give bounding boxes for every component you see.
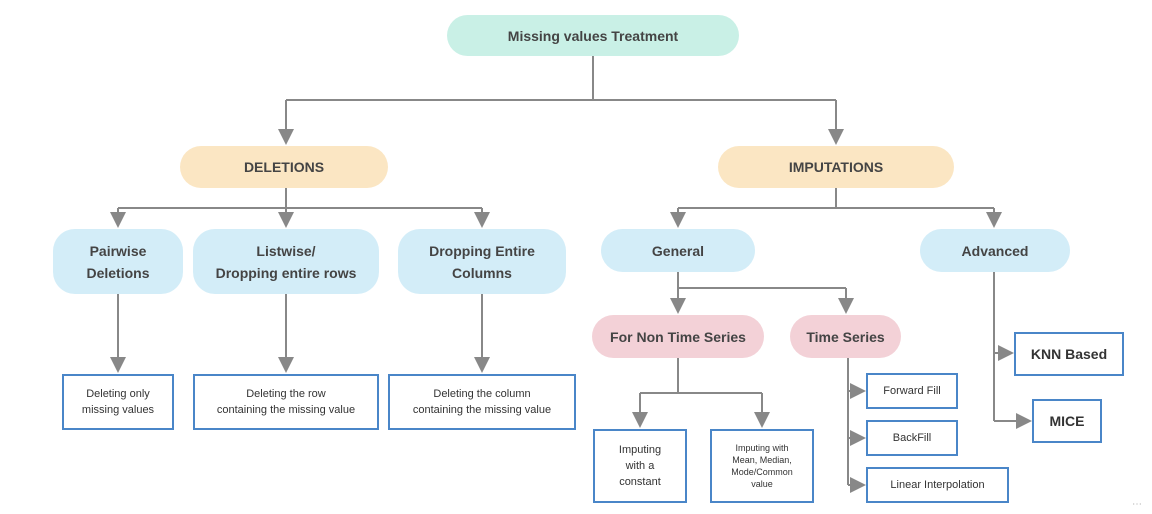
linear-interpolation-box: Linear Interpolation bbox=[866, 467, 1009, 503]
pairwise-note: Deleting only missing values bbox=[62, 374, 174, 430]
columns-note: Deleting the column containing the missi… bbox=[388, 374, 576, 430]
general-node: General bbox=[601, 229, 755, 272]
connector-general bbox=[677, 272, 846, 289]
time-series-node: Time Series bbox=[790, 315, 901, 358]
advanced-node: Advanced bbox=[920, 229, 1070, 272]
backfill-box: BackFill bbox=[866, 420, 958, 456]
knn-based-box: KNN Based bbox=[1014, 332, 1124, 376]
connector-non-time-series bbox=[640, 358, 762, 394]
mean-median-imputation-box: Imputing with Mean, Median, Mode/Common … bbox=[710, 429, 814, 503]
listwise-note: Deleting the row containing the missing … bbox=[193, 374, 379, 430]
non-time-series-node: For Non Time Series bbox=[592, 315, 764, 358]
dropping-columns-node: Dropping Entire Columns bbox=[398, 229, 566, 294]
constant-imputation-box: Imputing with a constant bbox=[593, 429, 687, 503]
deletions-node: DELETIONS bbox=[180, 146, 388, 188]
listwise-deletions-node: Listwise/ Dropping entire rows bbox=[193, 229, 379, 294]
connector-root bbox=[286, 56, 836, 101]
connector-imputations bbox=[678, 188, 994, 209]
forward-fill-box: Forward Fill bbox=[866, 373, 958, 409]
mice-box: MICE bbox=[1032, 399, 1102, 443]
connector-deletions bbox=[118, 188, 482, 209]
more-options-icon[interactable]: ⋯ bbox=[1132, 499, 1142, 510]
pairwise-deletions-node: Pairwise Deletions bbox=[53, 229, 183, 294]
imputations-node: IMPUTATIONS bbox=[718, 146, 954, 188]
root-node: Missing values Treatment bbox=[447, 15, 739, 56]
